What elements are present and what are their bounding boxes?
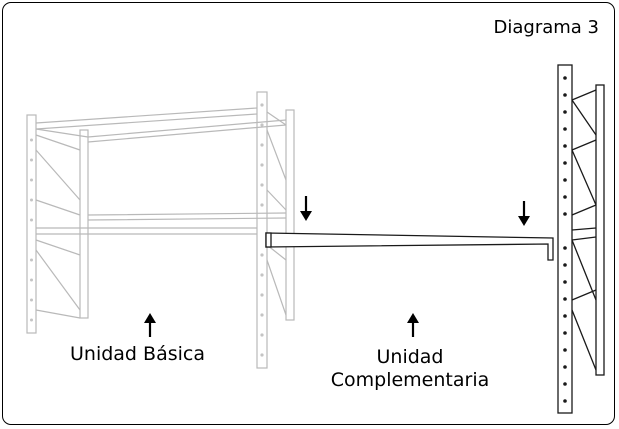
complementary-frame-drawing bbox=[557, 64, 605, 414]
basic-unit-label: Unidad Básica bbox=[70, 343, 205, 365]
up-arrow-icon bbox=[407, 313, 419, 337]
basic-right-rear-post bbox=[285, 109, 295, 321]
basic-left-front-post bbox=[26, 114, 37, 334]
diagram-border bbox=[2, 2, 615, 425]
down-arrow-icon bbox=[518, 201, 530, 226]
up-arrow-icon bbox=[144, 313, 156, 337]
complementary-unit-label-line2: Complementaria bbox=[330, 369, 490, 391]
complementary-unit-label-line1: Unidad bbox=[376, 346, 444, 368]
complementary-rear-post bbox=[595, 84, 605, 376]
down-arrow-icon bbox=[300, 196, 312, 221]
complementary-unit-label: Unidad Complementaria bbox=[320, 346, 500, 392]
basic-right-front-post bbox=[256, 91, 268, 369]
basic-unit-drawing bbox=[26, 91, 295, 369]
complementary-front-post bbox=[557, 64, 573, 414]
diagram-title: Diagrama 3 bbox=[493, 17, 600, 38]
complementary-beam bbox=[265, 232, 554, 261]
basic-left-rear-post bbox=[79, 129, 89, 319]
